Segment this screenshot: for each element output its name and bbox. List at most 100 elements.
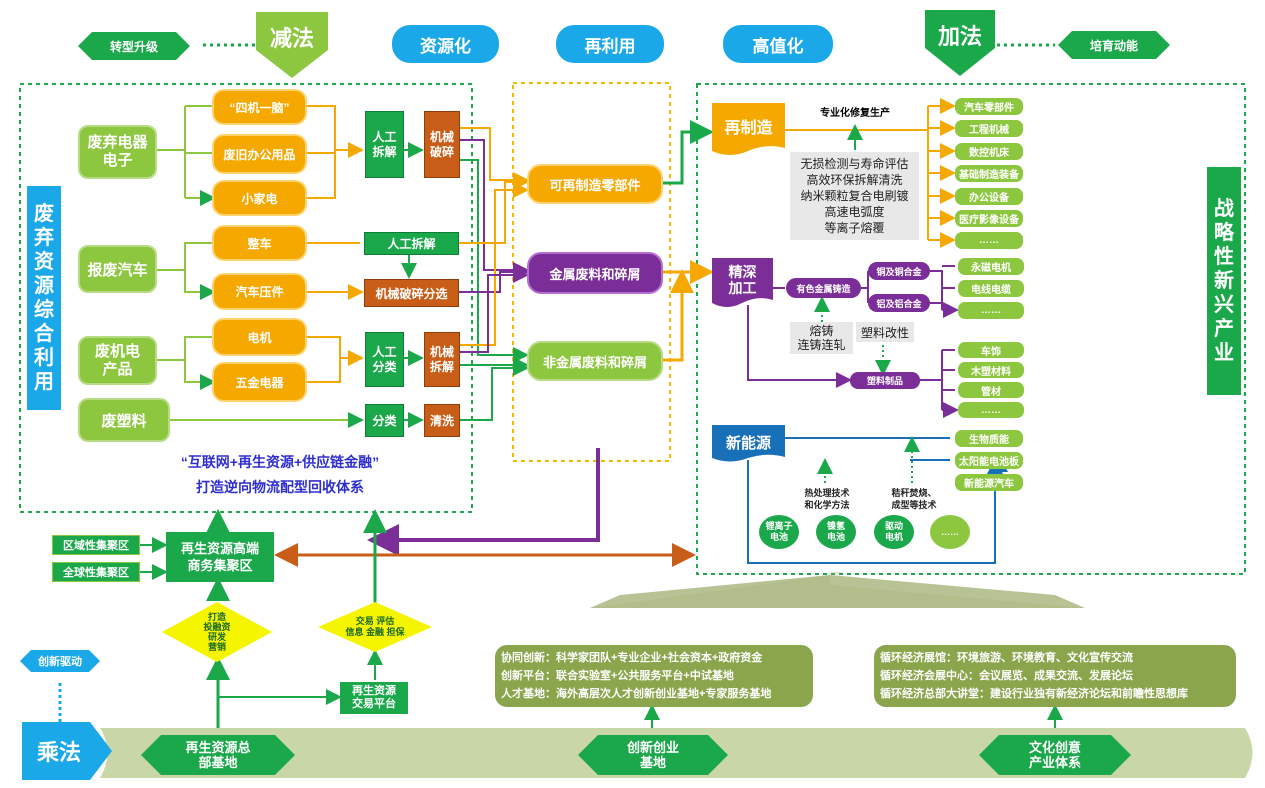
business-hub: 再生资源高端 商务集聚区: [166, 532, 274, 582]
copper-alloy: 铜及铜合金: [868, 262, 930, 280]
reman-output-5: 医疗影像设备: [955, 210, 1023, 227]
diamond-icon: [162, 602, 272, 662]
resource-label: 资源化: [420, 36, 471, 56]
battery-item-1: 镍氢 电池: [816, 515, 856, 549]
hexagon-icon: [78, 32, 190, 60]
battery-item-2: 驱动 电机: [874, 515, 914, 549]
hexagon-icon: [578, 735, 728, 775]
casting-tech: 熔铸 连铸连轧: [790, 322, 853, 354]
manual-dismantle-1: 人工 拆解: [365, 111, 404, 178]
plastic-output-1: 木塑材料: [958, 362, 1024, 378]
sort-box: 分类: [365, 404, 404, 437]
plastic-output-3: ……: [958, 402, 1024, 418]
high-value-label: 高值化: [752, 36, 804, 56]
item-four-one: “四机一脑”: [212, 89, 307, 125]
multiply-arrow: 乘法: [22, 722, 112, 780]
metal-scrap: 金属废料和碎屑: [527, 252, 663, 294]
cultivate-tag: 培育动能: [1058, 31, 1170, 59]
energy-output-2: 新能源汽车: [955, 474, 1023, 491]
transform-tag: 转型升级: [78, 32, 190, 60]
mechanical-crush-sort: 机械破碎分选: [364, 279, 459, 307]
energy-output-1: 太阳能电池板: [955, 452, 1023, 469]
metal-output-2: ……: [958, 302, 1024, 319]
add-label: 加法: [937, 24, 982, 49]
mechanical-crush-1: 机械 破碎: [424, 111, 460, 178]
metal-output-0: 永磁电机: [958, 258, 1024, 275]
plastic-mod: 塑料改性: [856, 322, 914, 342]
collab-platform: 协同创新：科学家团队+专业企业+社会资本+政府资金 创新平台：联合实验室+公共服…: [495, 645, 813, 707]
remanufacture-parts: 可再制造零部件: [527, 164, 663, 204]
manual-sort: 人工 分类: [365, 332, 404, 387]
diamond-icon: [318, 602, 432, 652]
item-appliance: 小家电: [212, 180, 307, 216]
global-zone: 全球性集聚区: [52, 562, 140, 582]
plastic-products: 塑料制品: [850, 372, 920, 389]
item-motor: 电机: [212, 318, 307, 356]
hexagon-icon: [979, 735, 1131, 775]
hexagon-icon: [141, 735, 295, 775]
source-auto: 报废汽车: [78, 245, 157, 293]
high-value-pill: 高值化: [723, 25, 833, 63]
reman-output-2: 数控机床: [955, 143, 1023, 160]
reman-box: 再制造: [712, 103, 785, 158]
item-vehicle: 整车: [212, 225, 307, 261]
metal-output-1: 电线电缆: [958, 280, 1024, 297]
reman-output-4: 办公设备: [955, 188, 1023, 205]
reman-tech-list: 无损检测与寿命评估 高效环保拆解清洗 纳米颗粒复合电刷镀 高速电弧度 等离子熔覆: [790, 152, 919, 240]
source-electromech: 废机电 产品: [78, 336, 157, 385]
reuse-label: 再利用: [584, 36, 636, 56]
item-hardware: 五金电器: [212, 362, 307, 402]
energy-output-0: 生物质能: [955, 430, 1023, 447]
right-arrow-icon: [22, 722, 112, 780]
hexagon-icon: [20, 650, 100, 672]
heat-tech: 热处理技术 和化学方法: [804, 488, 850, 510]
reman-output-1: 工程机械: [955, 120, 1023, 137]
document-shape-icon: [712, 103, 785, 155]
reman-output-6: ……: [955, 232, 1023, 249]
right-panel-title: 战略性新兴产业: [1207, 167, 1241, 395]
hexagon-icon: [1058, 31, 1170, 59]
reuse-pill: 再利用: [556, 25, 664, 63]
hex-innovation: 创新创业 基地: [578, 735, 728, 775]
deep-processing-box: 精深 加工: [712, 258, 773, 310]
battery-item-3: ……: [930, 515, 970, 549]
reman-output-3: 基础制造装备: [955, 165, 1023, 182]
straw-tech: 秸秆焚烧、 成型等技术: [891, 488, 937, 510]
resource-pill: 资源化: [392, 25, 499, 63]
new-energy-box: 新能源: [712, 425, 785, 465]
diamond-2: 交易 评估 信息 金融 担保: [318, 602, 432, 652]
wash-box: 清洗: [424, 404, 460, 437]
hex-base: 再生资源总 部基地: [141, 735, 295, 775]
slogan-2: 打造逆向物流配型回收体系: [196, 479, 364, 495]
slogan-1: “互联网+再生资源+供应链金融”: [180, 454, 380, 470]
source-electronics: 废弃电器 电子: [78, 125, 157, 179]
mechanical-dismantle: 机械 拆解: [424, 332, 460, 387]
nonferrous-casting: 有色金属铸造: [786, 278, 861, 298]
item-press: 汽车压件: [212, 273, 307, 310]
subtract-arrow: 减法: [256, 12, 328, 78]
reman-output-0: 汽车零部件: [955, 98, 1023, 115]
manual-dismantle-2: 人工拆解: [364, 232, 459, 255]
add-arrow: 加法: [925, 10, 995, 76]
subtract-label: 减法: [269, 26, 314, 51]
pro-repair-label: 专业化修复生产: [820, 107, 890, 119]
battery-item-0: 锂离子 电池: [759, 515, 799, 549]
trading-platform: 再生资源 交易平台: [340, 682, 408, 714]
nonmetal-scrap: 非金属废料和碎屑: [527, 341, 663, 381]
plastic-output-2: 管材: [958, 382, 1024, 398]
plastic-output-0: 车饰: [958, 342, 1024, 358]
left-panel-title: 废弃资源综合利用: [27, 186, 61, 410]
aluminum-alloy: 铝及铝合金: [868, 294, 930, 312]
document-shape-icon: [712, 425, 785, 462]
down-arrow-icon: [256, 12, 328, 78]
transform-label: 转型升级: [109, 39, 158, 54]
document-shape-icon: [712, 258, 773, 307]
innovation-drive-tag: 创新驱动: [20, 650, 100, 672]
item-office: 废旧办公用品: [212, 134, 307, 174]
source-plastic: 废塑料: [78, 398, 170, 442]
circular-platform: 循环经济展馆：环境旅游、环境教育、文化宣传交流 循环经济会展中心：会议展览、成果…: [874, 645, 1236, 707]
cultivate-label: 培育动能: [1089, 38, 1138, 53]
diamond-1: 打造 投融资 研发 营销: [162, 602, 272, 662]
hex-culture: 文化创意 产业体系: [979, 735, 1131, 775]
regional-zone: 区域性集聚区: [52, 535, 140, 555]
